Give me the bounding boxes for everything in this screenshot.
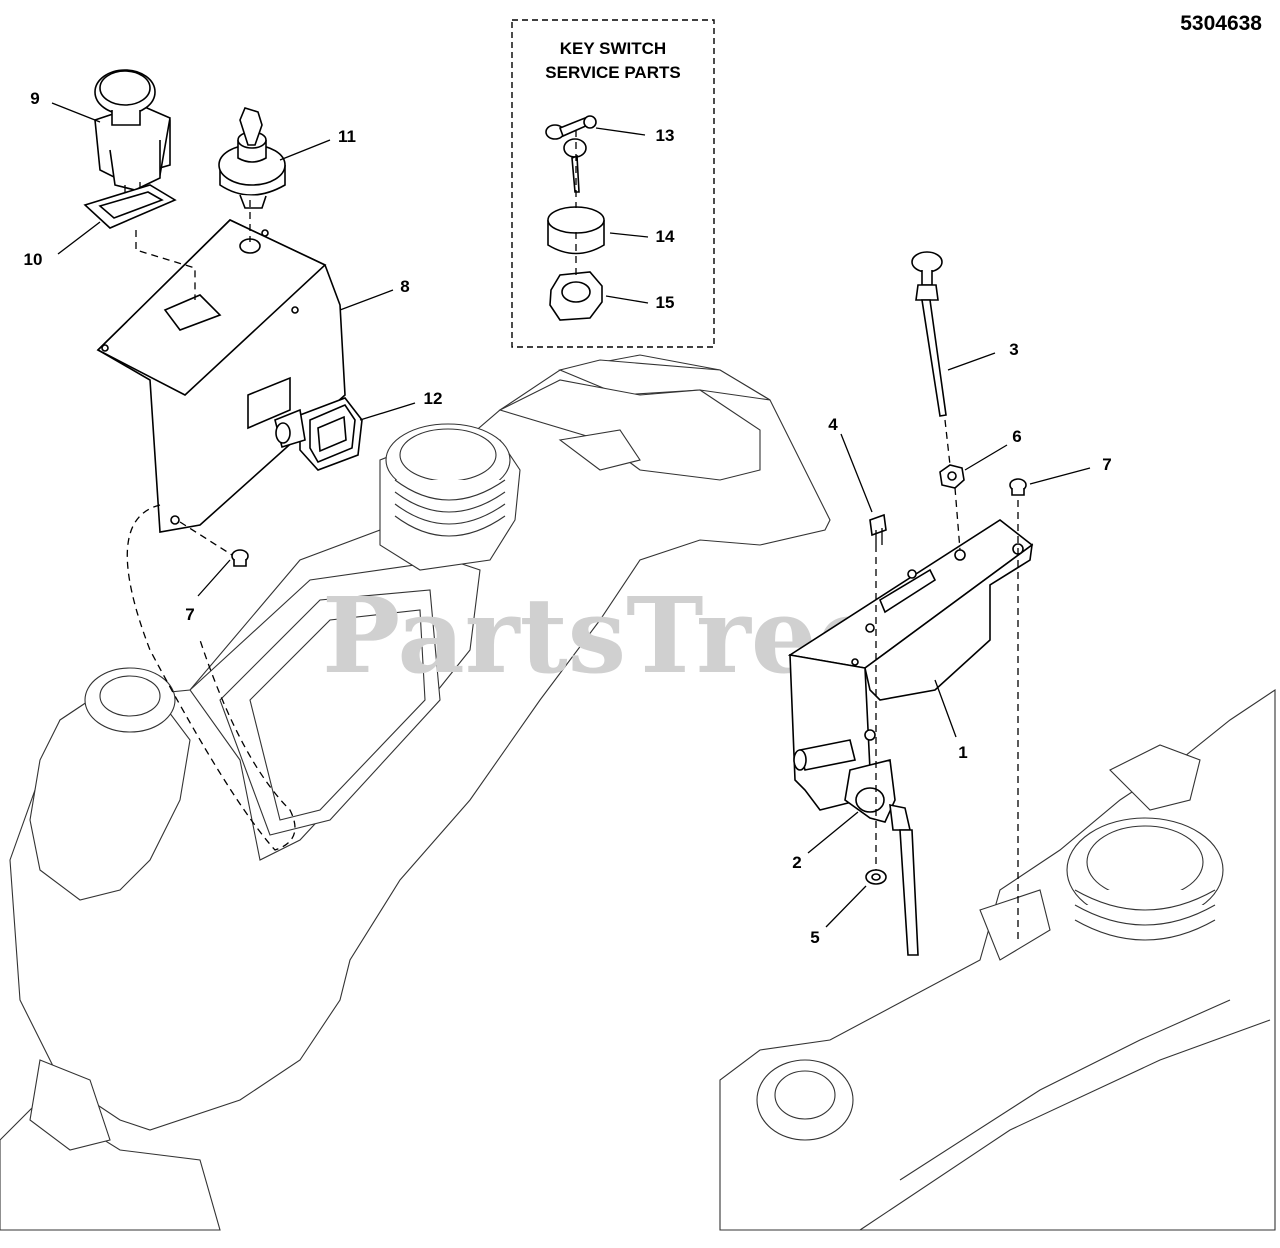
control-cable-part-3 xyxy=(911,251,947,417)
assembly-lines xyxy=(126,130,1019,940)
service-box-title-line1: KEY SWITCH xyxy=(560,39,666,58)
keys-part-13 xyxy=(545,115,597,193)
linkage-part-2 xyxy=(844,759,919,956)
callout-5: 5 xyxy=(810,928,819,947)
callout-7-right: 7 xyxy=(1102,455,1111,474)
callout-1: 1 xyxy=(958,743,967,762)
ignition-switch-part-11 xyxy=(218,107,286,209)
callout-6: 6 xyxy=(1012,427,1021,446)
callout-9: 9 xyxy=(30,89,39,108)
screw-part-7-left xyxy=(231,549,249,567)
callout-4: 4 xyxy=(828,415,838,434)
callout-13: 13 xyxy=(656,126,675,145)
service-box-title-line2: SERVICE PARTS xyxy=(545,63,680,82)
right-fender xyxy=(719,688,1276,1231)
callout-2: 2 xyxy=(792,853,801,872)
callout-12: 12 xyxy=(424,389,443,408)
callout-8: 8 xyxy=(400,277,409,296)
callouts: 9 10 11 8 12 7 13 14 15 3 4 6 7 1 2 5 xyxy=(24,89,1112,947)
hour-meter-part-12 xyxy=(274,397,363,471)
washer-part-5 xyxy=(865,869,887,885)
callout-14: 14 xyxy=(656,227,675,246)
mounting-bracket-part-1 xyxy=(787,519,1034,811)
callout-11: 11 xyxy=(338,127,356,146)
console-housing xyxy=(0,354,831,1231)
bolt-part-4 xyxy=(869,513,887,545)
leader-lines xyxy=(51,102,1091,928)
callout-3: 3 xyxy=(1009,340,1018,359)
hex-nut-part-6 xyxy=(939,464,965,489)
drawing-number: 5304638 xyxy=(1180,12,1262,35)
callout-15: 15 xyxy=(656,293,675,312)
key-nut-part-15 xyxy=(549,271,603,321)
key-switch-service-box: KEY SWITCH SERVICE PARTS xyxy=(511,19,715,348)
screw-part-7-right xyxy=(1009,478,1027,496)
pto-switch-part-9 xyxy=(94,69,171,198)
callout-10: 10 xyxy=(24,250,43,269)
watermark-text: PartsTree xyxy=(322,574,883,697)
console-bracket-part-8 xyxy=(96,219,346,533)
callout-7-left: 7 xyxy=(185,605,194,624)
switch-bezel-part-10 xyxy=(83,184,177,229)
